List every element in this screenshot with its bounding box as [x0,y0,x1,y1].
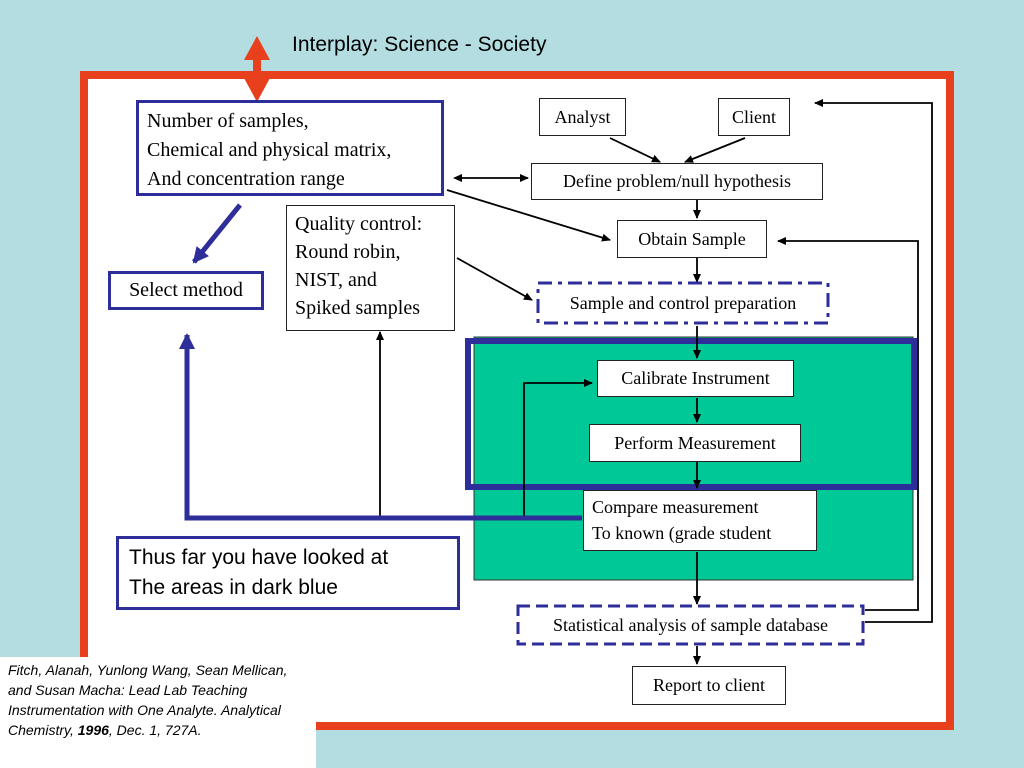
sample-prep-box: Sample and control preparation [569,292,797,313]
select-method-box: Select method [108,271,264,310]
qc-line-2: Round robin, [295,241,401,263]
statistical-dashed-border [516,604,865,646]
calibrate-box: Calibrate Instrument [597,360,794,397]
flow-arrows [376,99,933,665]
client-box: Client [718,98,790,136]
note-line-1: Thus far you have looked at [129,546,389,569]
dark-blue-highlight [465,338,917,490]
perform-measurement-box: Perform Measurement [589,424,801,462]
obtain-sample-box: Obtain Sample [617,220,767,258]
compare-line-1: Compare measurement [592,497,759,517]
citation: Fitch, Alanah, Yunlong Wang, Sean Mellic… [0,657,316,768]
compare-measurement-box: Compare measurement To known (grade stud… [583,490,817,551]
citation-year: 1996 [77,722,109,738]
analyst-box: Analyst [539,98,626,136]
quality-control-box: Quality control: Round robin, NIST, and … [286,205,455,331]
dark-blue-note: Thus far you have looked at The areas in… [116,536,460,610]
blue-arrows [179,203,582,521]
qc-line-1: Quality control: [295,213,423,235]
note-line-2: The areas in dark blue [129,576,338,599]
compare-line-2: To known (grade student [592,523,772,543]
report-to-client-box: Report to client [632,666,786,705]
samples-line-3: And concentration range [147,168,345,190]
samples-line-2: Chemical and physical matrix, [147,139,392,161]
citation-end: , Dec. 1, 727A. [108,722,202,738]
qc-line-3: NIST, and [295,269,377,291]
define-problem-box: Define problem/null hypothesis [531,163,823,200]
statistical-analysis-box: Statistical analysis of sample database [553,614,828,635]
red-double-arrow-icon [244,36,270,102]
slide-title: Interplay: Science - Society [292,33,547,56]
qc-line-4: Spiked samples [295,297,420,319]
samples-box: Number of samples, Chemical and physical… [136,100,444,196]
citation-text: Fitch, Alanah, Yunlong Wang, Sean Mellic… [8,662,288,738]
sample-prep-dashed-border [536,281,830,325]
samples-line-1: Number of samples, [147,110,309,132]
